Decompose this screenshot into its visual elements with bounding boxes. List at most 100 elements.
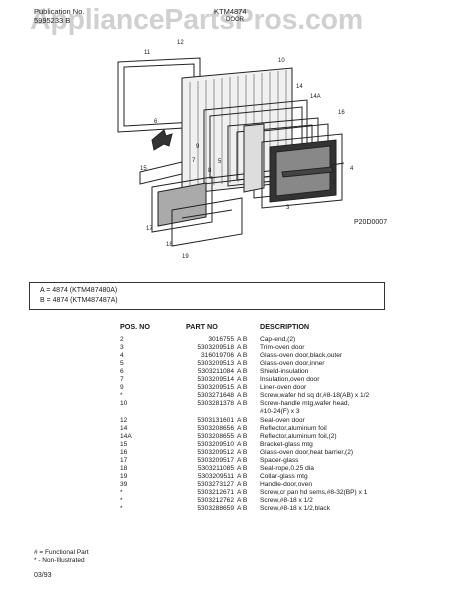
pos-number: 14 xyxy=(120,424,128,432)
pos-number: * xyxy=(120,497,123,504)
column-header-part: PART NO xyxy=(186,322,218,331)
model-applicability: A B xyxy=(237,344,248,352)
part-number: 5303209512 xyxy=(197,448,234,456)
callout-8: 8 xyxy=(208,168,212,174)
part-description: Screw,#8-18 x 1/2,black xyxy=(260,505,331,513)
publication-number-line: 5995233 B xyxy=(34,16,84,25)
model-applicability: A B xyxy=(237,480,248,488)
part-number: 5303273127 xyxy=(197,480,234,488)
model-legend-row: A = 4874 (KTM487480A) xyxy=(40,287,118,294)
part-number: 5303209518 xyxy=(197,344,234,352)
publication-number: 5995233 xyxy=(34,16,66,25)
part-number: 5303131601 xyxy=(197,416,234,424)
part-description: Glass-oven door,black,outer xyxy=(260,352,343,360)
model-applicability: A B xyxy=(237,432,248,440)
part-number: 5303208656 xyxy=(197,424,234,432)
part-number: 5303209511 xyxy=(197,472,234,480)
callout-15: 15 xyxy=(140,166,147,172)
section-name: DOOR xyxy=(226,17,244,23)
part-number: 5303209514 xyxy=(197,376,234,384)
watermark: AppliancePartsPros.com xyxy=(30,4,363,36)
callout-12: 12 xyxy=(177,40,184,46)
pos-number: 15 xyxy=(120,440,128,448)
callout-14a: 14A xyxy=(310,94,321,100)
callout-3: 3 xyxy=(286,205,290,211)
callout-18: 18 xyxy=(166,242,173,248)
part-number: 5303209513 xyxy=(197,360,234,368)
part-description: Glass-oven door,inner xyxy=(260,360,325,368)
model-applicability: A B xyxy=(237,368,248,376)
part-description: Insulation,oven door xyxy=(260,376,320,384)
part-number: 5303271648 xyxy=(197,392,234,400)
part-description: Handle-door,oven xyxy=(260,480,313,488)
callout-9: 9 xyxy=(196,144,200,150)
column-header-description: DESCRIPTION xyxy=(260,322,310,331)
model-applicability: A B xyxy=(237,416,248,424)
model-applicability: A B xyxy=(237,384,248,392)
part-description: Screw,#8-18 x 1/2 xyxy=(260,497,313,504)
model-letter: A xyxy=(40,287,45,294)
model-applicability: A B xyxy=(237,440,248,448)
part-number: 5303212671 xyxy=(197,488,234,496)
callout-10: 10 xyxy=(278,58,285,64)
publication-suffix: B xyxy=(65,16,71,25)
model-applicability: A B xyxy=(237,392,248,400)
part-description: Glass-oven door,heat barrier,(2) xyxy=(260,448,354,456)
part-description: Seal-oven door xyxy=(260,416,305,424)
part-description: #10-24(F) x 3 xyxy=(260,408,300,416)
part-number: 5303211085 xyxy=(197,464,234,472)
pos-number: 7 xyxy=(120,376,124,384)
pos-number: 14A xyxy=(120,432,132,440)
part-description: Screw-handle mtg,wafer head, xyxy=(260,400,350,408)
part-number: 5303288659 xyxy=(197,505,234,513)
model-applicability: A B xyxy=(237,400,248,408)
diagram-code: P20D0007 xyxy=(354,219,388,226)
part-number: 5303211084 xyxy=(197,368,234,376)
model-legend: A = 4874 (KTM487480A) B = 4874 (KTM48748… xyxy=(29,282,385,310)
footnote-functional: # = Functional Part xyxy=(34,549,89,556)
publication-header: Publication No. 5995233 B xyxy=(34,7,84,25)
part-description: Reflector,aluminum foil xyxy=(260,424,327,432)
pos-number: 3 xyxy=(120,344,124,352)
pos-number: 17 xyxy=(120,456,128,464)
model-description: 4874 (KTM487480A) xyxy=(52,287,118,294)
part-description: Cap-end,(2) xyxy=(260,336,296,343)
pos-number: 9 xyxy=(120,384,124,392)
pos-number: * xyxy=(120,488,123,496)
part-description: Screw,cr pan hd sems,#8-32(BP) x 1 xyxy=(260,488,368,496)
part-description: Liner-oven door xyxy=(260,384,307,392)
callout-5: 5 xyxy=(218,159,222,165)
callout-16: 16 xyxy=(338,110,345,116)
publication-label: Publication No. xyxy=(34,7,85,16)
pos-number: 18 xyxy=(120,464,128,472)
part-description: Shield-insulation xyxy=(260,368,309,376)
part-number: 316019706 xyxy=(200,352,234,360)
part-description: Trim-oven door xyxy=(260,344,305,352)
model-letter: B xyxy=(40,297,45,304)
callout-6: 6 xyxy=(154,119,158,125)
pos-number: 4 xyxy=(120,352,124,360)
column-header-pos: POS. NO xyxy=(120,322,150,331)
model-applicability: A B xyxy=(237,488,248,496)
part-number: 3016755 xyxy=(208,336,234,343)
model-applicability: A B xyxy=(237,464,248,472)
handle-assembly xyxy=(281,162,345,178)
part-description: Screw,wafer hd sq dr,#8-18(AB) x 1/2 xyxy=(260,392,370,400)
exploded-door-diagram: 12 11 10 14 14A 16 6 9 5 7 8 4 3 2 15 17… xyxy=(117,40,354,260)
pos-number: * xyxy=(120,505,123,513)
model-applicability: A B xyxy=(237,505,248,513)
model-applicability: A B xyxy=(237,352,248,360)
pos-number: 19 xyxy=(120,472,128,480)
callout-19: 19 xyxy=(182,254,189,260)
